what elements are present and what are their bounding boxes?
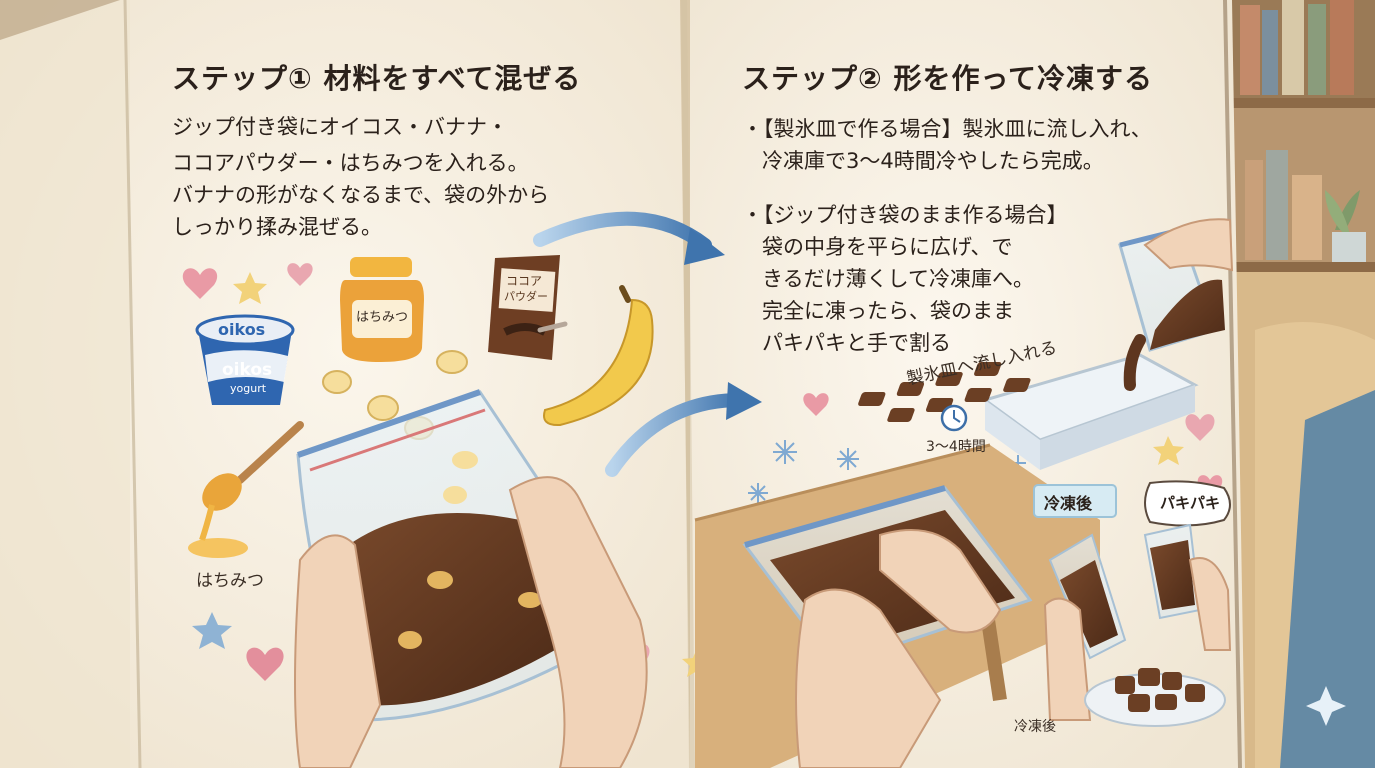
snapped-bags [1043,523,1232,721]
step1-line-4: しっかり揉み混ぜる。 [172,215,382,239]
hands-left [294,476,648,768]
plate-of-pieces [1084,668,1226,727]
blue-cloth [1280,390,1375,768]
star-icon [192,612,232,649]
step2-item2-line-2: 袋の中身を平らに広げ、で [762,235,1013,259]
star-icon [233,272,267,304]
step2-item2-line-5: パキパキと手で割る [762,331,951,355]
step1-line-2: ココアパウダー・はちみつを入れる。 [172,151,529,175]
honey-dipper [188,421,304,558]
yogurt-cup [195,314,295,405]
ice-tray [858,353,1199,470]
step1-title: ステップ① 材料をすべて混ぜる [172,62,582,95]
honey-jar [340,257,424,362]
heart-icon [182,268,218,299]
clock-icon [940,404,968,432]
honey-label: はちみつ [196,571,264,591]
step1-line-1: ジップ付き袋にオイコス・バナナ・ [172,115,508,139]
plate-label: 冷凍後 [1014,719,1056,735]
cocoa-bag [488,255,568,360]
step2-item2-line-4: 完全に凍ったら、袋のまま [762,299,1014,323]
jar-label: はちみつ [356,310,409,325]
banana [543,285,654,427]
snap-bubble [1144,480,1231,527]
step1-line-3: バナナの形がなくなるまで、袋の外から [172,183,550,207]
snap-label: パキパキ [1160,494,1221,512]
arrow-top-icon [533,211,725,265]
heart-icon [246,647,284,681]
step2-title: ステップ② 形を作って冷凍する [742,62,1154,95]
step2-item1-line-2: 冷凍庫で3〜4時間冷やしたら完成。 [762,149,1104,173]
frozen-tag [1033,484,1117,518]
yogurt-brand: oikos [222,360,273,380]
pouring-bag [1118,218,1234,391]
time-label: 3〜4時間 [926,439,986,455]
cocoa-label-1: ココア [506,274,543,288]
cocoa-label-2: パウダー [504,290,548,303]
frozen-tag-label: 冷凍後 [1044,494,1093,513]
yogurt-sub: yogurt [230,382,267,395]
heart-icon [1185,414,1215,441]
heart-icon [287,263,313,286]
step2-item1-line-1: ・【製氷皿で作る場合】製氷皿に流し入れ、 [742,117,1152,141]
step2-item2-line-1: ・【ジップ付き袋のまま作る場合】 [742,203,1068,227]
heart-icon [803,393,829,416]
yogurt-lid-brand: oikos [218,320,266,339]
star-icon [1153,436,1184,465]
step2-item2-line-3: きるだけ薄くして冷凍庫へ。 [762,267,1034,291]
arrow-bottom-icon [605,382,762,477]
